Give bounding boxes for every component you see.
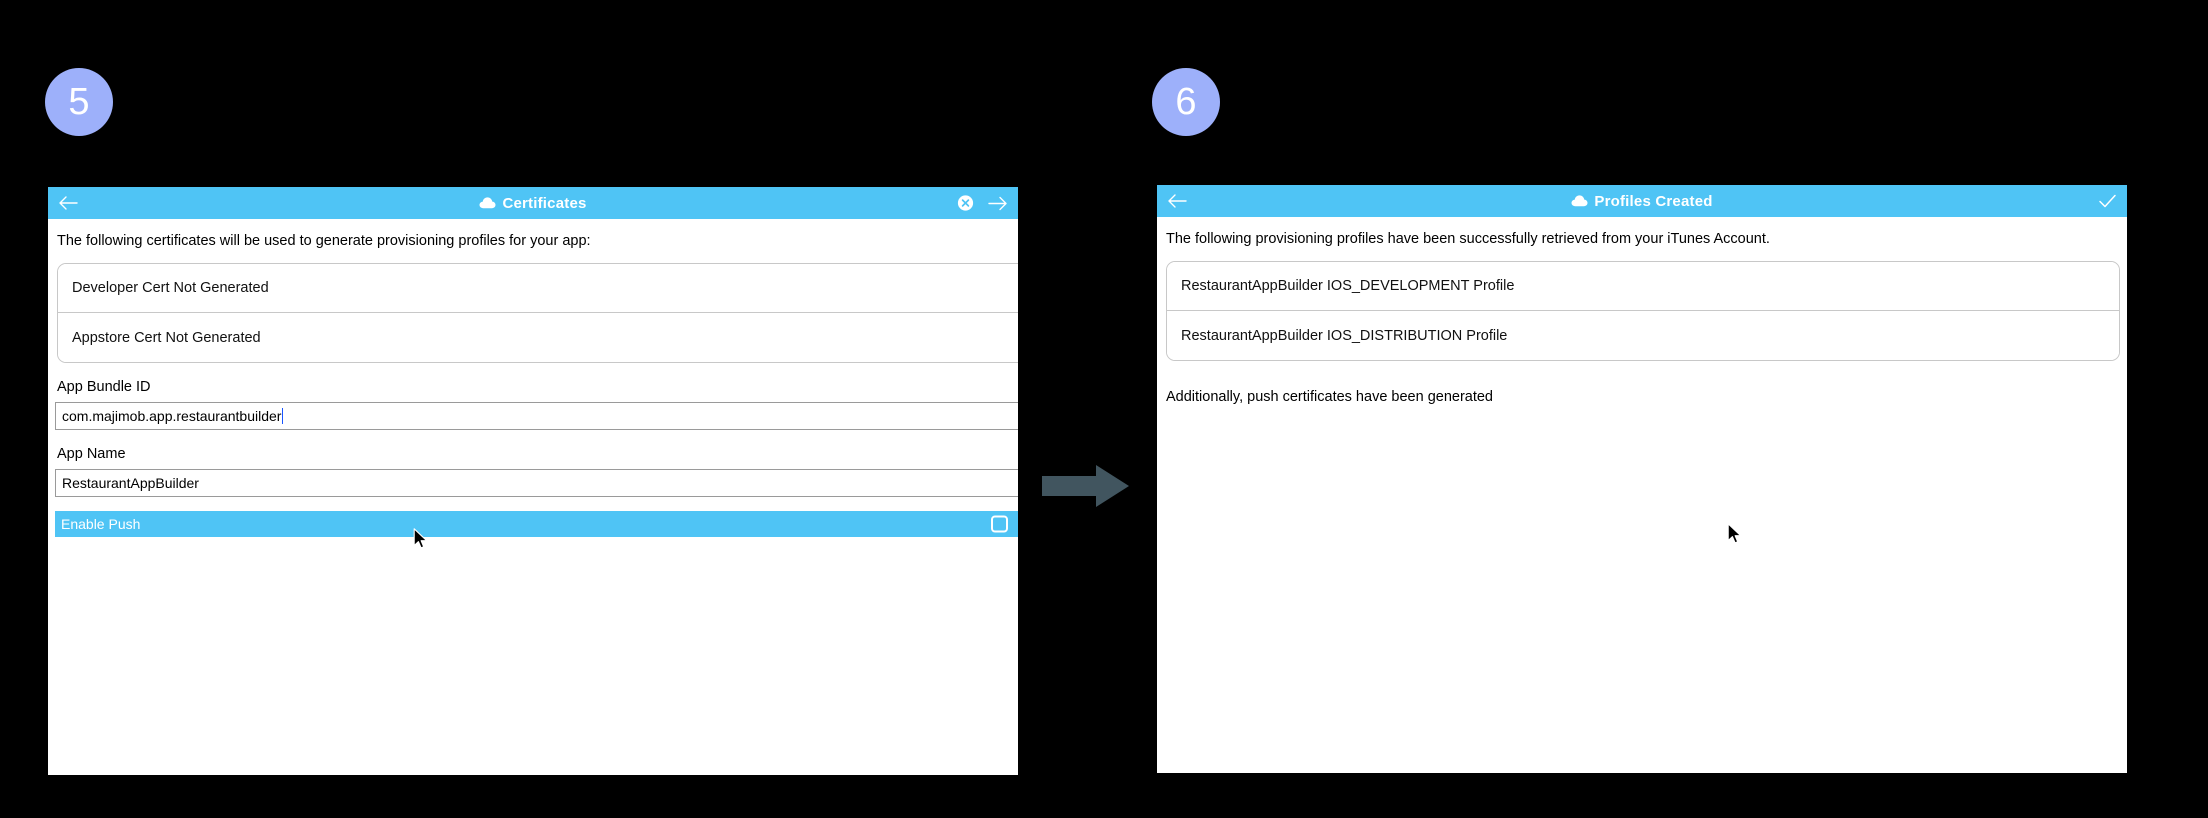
profiles-title-group: Profiles Created [1157,193,2127,210]
forward-arrow-icon[interactable] [988,195,1008,211]
enable-push-checkbox[interactable] [991,515,1008,533]
certificates-intro-text: The following certificates will be used … [57,233,591,249]
mouse-cursor [413,528,428,549]
profiles-intro-text: The following provisioning profiles have… [1166,231,1770,247]
step-badge-5-number: 5 [68,81,90,123]
app-bundle-id-value: com.majimob.app.restaurantbuilder [62,408,282,424]
app-name-label: App Name [57,446,126,462]
profiles-title: Profiles Created [1594,192,1713,210]
certificates-list: Developer Cert Not Generated Appstore Ce… [57,263,1018,363]
enable-push-row[interactable]: Enable Push [55,511,1018,537]
certificate-row-label: Developer Cert Not Generated [72,280,269,296]
certificates-title-group: Certificates [48,195,1018,212]
back-arrow-icon [1168,194,1187,208]
app-bundle-id-input[interactable]: com.majimob.app.restaurantbuilder [55,402,1018,430]
cloud-icon [1571,195,1588,207]
app-name-input[interactable]: RestaurantAppBuilder [55,469,1018,497]
profile-row-label: RestaurantAppBuilder IOS_DISTRIBUTION Pr… [1181,327,1508,344]
table-row[interactable]: RestaurantAppBuilder IOS_DISTRIBUTION Pr… [1167,311,2119,360]
app-name-value: RestaurantAppBuilder [62,475,199,491]
certificates-panel: Certificates The following certificates … [48,187,1018,775]
back-arrow-icon [59,196,78,210]
profiles-created-panel: Profiles Created The following provision… [1157,185,2127,773]
text-caret [282,408,284,424]
close-circle-icon[interactable] [957,195,974,212]
back-button[interactable] [1167,193,1187,209]
profiles-body: The following provisioning profiles have… [1157,217,2127,405]
certificates-titlebar-actions [957,195,1008,212]
step-badge-5: 5 [45,68,113,136]
table-row[interactable]: Appstore Cert Not Generated [58,313,1018,362]
flow-arrow-icon [1042,465,1129,507]
step-badge-6: 6 [1152,68,1220,136]
certificate-row-label: Appstore Cert Not Generated [72,329,261,346]
profiles-list: RestaurantAppBuilder IOS_DEVELOPMENT Pro… [1166,261,2120,361]
profiles-titlebar-actions [2098,193,2117,209]
table-row[interactable]: Developer Cert Not Generated [58,264,1018,313]
checkmark-icon[interactable] [2098,193,2117,209]
certificates-titlebar: Certificates [48,187,1018,219]
app-bundle-id-label: App Bundle ID [57,379,151,395]
cloud-icon [479,197,496,209]
profiles-titlebar: Profiles Created [1157,185,2127,217]
enable-push-label: Enable Push [61,516,141,532]
step-badge-6-number: 6 [1175,81,1197,123]
push-certificates-note: Additionally, push certificates have bee… [1166,389,1494,405]
table-row[interactable]: RestaurantAppBuilder IOS_DEVELOPMENT Pro… [1167,262,2119,311]
mouse-cursor [1727,523,1742,544]
certificates-title: Certificates [502,194,587,212]
profile-row-label: RestaurantAppBuilder IOS_DEVELOPMENT Pro… [1181,278,1515,294]
certificates-body: The following certificates will be used … [48,219,1018,537]
back-button[interactable] [58,195,78,211]
